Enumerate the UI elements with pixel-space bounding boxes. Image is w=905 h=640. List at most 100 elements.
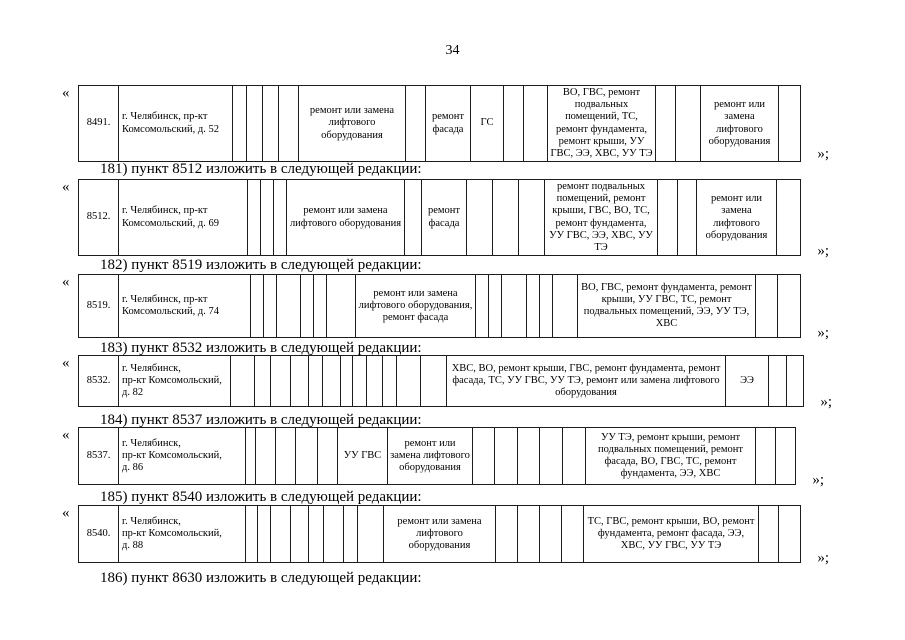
empty-cell <box>326 274 356 338</box>
empty-cell <box>657 178 678 257</box>
empty-cell <box>517 505 540 563</box>
close-quote-mark: »; <box>817 146 829 162</box>
empty-cell <box>250 274 264 338</box>
page-number: 34 <box>445 43 460 58</box>
empty-cell <box>260 178 274 257</box>
amendment-table-8519: « 8519.г. Челябинск, пр-кт Комсомольский,… <box>62 274 829 341</box>
empty-cell <box>517 427 540 485</box>
empty-cell <box>308 355 323 407</box>
empty-cell <box>270 505 291 563</box>
empty-cell <box>776 178 801 257</box>
empty-cell <box>340 355 353 407</box>
empty-cell <box>246 84 263 163</box>
address-cell: г. Челябинск, пр-кт Комсомольский, д. 52 <box>118 84 233 163</box>
work-type-cell: ремонт или замена лифтового оборудования <box>696 178 777 257</box>
empty-cell <box>308 505 324 563</box>
address-cell: г. Челябинск, пр-кт Комсомольский, д. 69 <box>118 178 248 257</box>
empty-cell <box>245 427 256 485</box>
empty-cell <box>254 355 271 407</box>
open-quote-mark: « <box>62 85 70 101</box>
work-type-cell: 8540. <box>78 505 119 563</box>
work-type-cell: ремонт или замена лифтового оборудования… <box>355 274 476 338</box>
table-row: 8512.г. Челябинск, пр-кт Комсомольский, … <box>78 178 801 257</box>
empty-cell <box>778 505 801 563</box>
empty-cell <box>778 84 801 163</box>
empty-cell <box>317 427 338 485</box>
amendment-table-8512: « 8512.г. Челябинск, пр-кт Комсомольский,… <box>62 178 829 259</box>
empty-cell <box>677 178 697 257</box>
empty-cell <box>539 274 553 338</box>
table-grid: 8537.г. Челябинск, пр-кт Комсомольский, … <box>78 427 796 485</box>
empty-cell <box>382 355 397 407</box>
table-row: 8519.г. Челябинск, пр-кт Комсомольский, … <box>78 274 801 338</box>
address-cell: г. Челябинск, пр-кт Комсомольский, д. 82 <box>118 355 231 407</box>
open-quote-mark: « <box>62 355 70 371</box>
empty-cell <box>488 274 502 338</box>
empty-cell <box>275 427 296 485</box>
empty-cell <box>263 274 277 338</box>
work-type-cell: ремонт или замена лифтового оборудования <box>387 427 473 485</box>
amendment-paragraph-6: 186) пункт 8630 изложить в следующей ред… <box>100 570 422 586</box>
close-quote-mark: »; <box>817 243 829 259</box>
open-quote-mark: « <box>62 505 70 521</box>
empty-cell <box>357 505 384 563</box>
empty-cell <box>562 427 586 485</box>
empty-cell <box>343 505 358 563</box>
empty-cell <box>523 84 548 163</box>
table-grid: 8540.г. Челябинск, пр-кт Комсомольский, … <box>78 505 801 563</box>
empty-cell <box>270 355 291 407</box>
work-type-cell: ТС, ГВС, ремонт крыши, ВО, ремонт фундам… <box>583 505 759 563</box>
close-quote-mark: »; <box>817 550 829 566</box>
empty-cell <box>230 355 255 407</box>
empty-cell <box>777 274 801 338</box>
amendment-table-8540: « 8540.г. Челябинск, пр-кт Комсомольский,… <box>62 505 829 566</box>
work-type-cell: 8532. <box>78 355 119 407</box>
empty-cell <box>539 505 562 563</box>
amendment-paragraph-3: 183) пункт 8532 изложить в следующей ред… <box>100 340 422 356</box>
work-type-cell: ремонт фасада <box>425 84 471 163</box>
empty-cell <box>396 355 421 407</box>
work-type-cell: 8519. <box>78 274 119 338</box>
empty-cell <box>273 178 287 257</box>
empty-cell <box>755 427 776 485</box>
work-type-cell: 8512. <box>78 178 119 257</box>
empty-cell <box>475 274 489 338</box>
empty-cell <box>526 274 540 338</box>
close-quote-mark: »; <box>817 325 829 341</box>
work-type-cell: УУ ТЭ, ремонт крыши, ремонт подвальных п… <box>585 427 756 485</box>
empty-cell <box>247 178 261 257</box>
empty-cell <box>494 427 518 485</box>
work-type-cell: ГС <box>470 84 504 163</box>
work-type-cell: ВО, ГВС, ремонт подвальных помещений, ТС… <box>547 84 656 163</box>
open-quote-mark: « <box>62 179 70 195</box>
amendment-table-8532: « 8532.г. Челябинск, пр-кт Комсомольский,… <box>62 355 832 410</box>
empty-cell <box>518 178 545 257</box>
empty-cell <box>539 427 563 485</box>
work-type-cell: ремонт подвальных помещений, ремонт крыш… <box>544 178 658 257</box>
empty-cell <box>420 355 447 407</box>
empty-cell <box>472 427 495 485</box>
open-quote-mark: « <box>62 274 70 290</box>
address-cell: г. Челябинск, пр-кт Комсомольский, д. 88 <box>118 505 246 563</box>
work-type-cell: ХВС, ВО, ремонт крыши, ГВС, ремонт фунда… <box>446 355 726 407</box>
empty-cell <box>290 355 309 407</box>
empty-cell <box>323 505 344 563</box>
work-type-cell: ремонт или замена лифтового оборудования <box>700 84 779 163</box>
empty-cell <box>768 355 787 407</box>
table-grid: 8519.г. Челябинск, пр-кт Комсомольский, … <box>78 274 801 338</box>
empty-cell <box>492 178 519 257</box>
empty-cell <box>405 84 426 163</box>
empty-cell <box>404 178 422 257</box>
address-cell: г. Челябинск, пр-кт Комсомольский, д. 86 <box>118 427 246 485</box>
work-type-cell: 8537. <box>78 427 119 485</box>
empty-cell <box>552 274 578 338</box>
empty-cell <box>503 84 524 163</box>
empty-cell <box>322 355 341 407</box>
empty-cell <box>352 355 367 407</box>
work-type-cell: ремонт или замена лифтового оборудования <box>298 84 406 163</box>
table-row: 8532.г. Челябинск, пр-кт Комсомольский, … <box>78 355 804 407</box>
table-row: 8537.г. Челябинск, пр-кт Комсомольский, … <box>78 427 796 485</box>
work-type-cell: ремонт или замена лифтового оборудования <box>286 178 405 257</box>
table-grid: 8532.г. Челябинск, пр-кт Комсомольский, … <box>78 355 804 407</box>
empty-cell <box>232 84 247 163</box>
